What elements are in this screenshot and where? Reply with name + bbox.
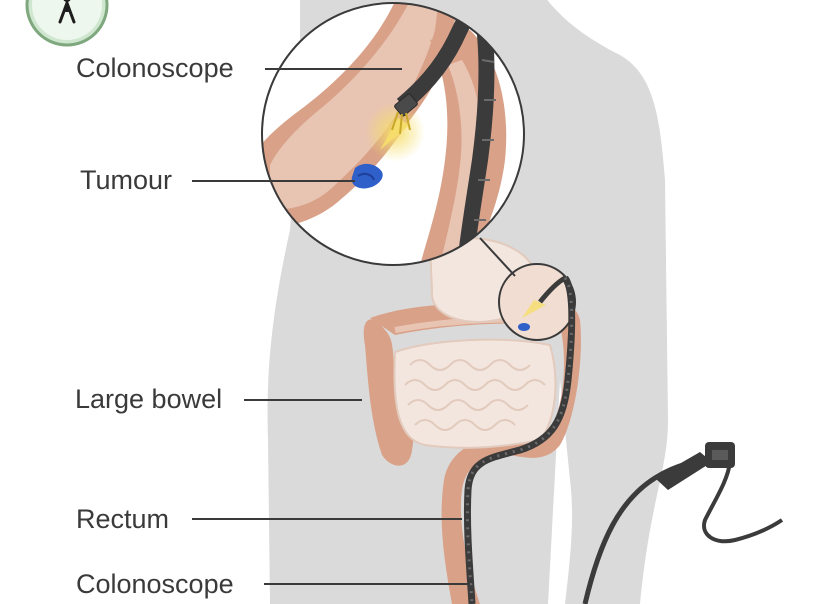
leader-lines xyxy=(192,68,470,585)
label-colonoscope-top: Colonoscope xyxy=(76,53,234,83)
person-icon xyxy=(25,0,109,47)
label-tumour: Tumour xyxy=(80,165,173,195)
label-colonoscope-bottom: Colonoscope xyxy=(76,569,234,599)
label-rectum: Rectum xyxy=(76,504,170,534)
small-zoom-circle xyxy=(498,263,576,341)
colonoscope-handle xyxy=(655,442,784,544)
zoom-connector-line xyxy=(479,237,516,277)
label-large-bowel: Large bowel xyxy=(75,384,223,414)
